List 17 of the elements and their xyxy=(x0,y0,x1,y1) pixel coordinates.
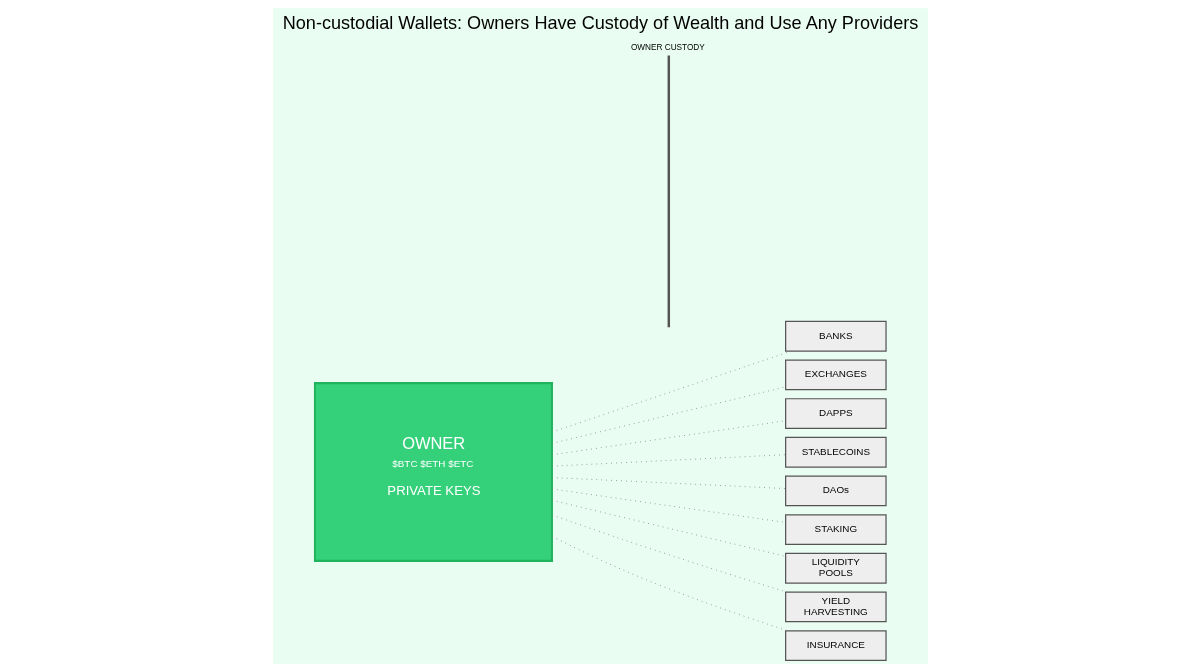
node-box: INSURANCE xyxy=(784,630,887,662)
node-box: STAKING xyxy=(784,514,887,545)
connector xyxy=(551,386,786,444)
node-box xyxy=(667,55,670,328)
node-box: DAPPS xyxy=(784,398,887,429)
connector xyxy=(551,488,786,523)
node-label: OWNER CUSTODY xyxy=(630,42,705,52)
node-box: BANKS xyxy=(784,320,887,352)
node-box: YIELD HARVESTING xyxy=(784,591,887,623)
node-box: OWNER $BTC $ETH $ETC PRIVATE KEYS xyxy=(313,382,553,562)
connector xyxy=(551,535,788,632)
node-box: DAOs xyxy=(784,475,887,507)
node-box: LIQUIDITY POOLS xyxy=(784,552,887,584)
node-box: EXCHANGES xyxy=(784,359,887,391)
connector xyxy=(551,420,786,456)
diagram-title: Non-custodial Wallets: Owners Have Custody of Wealth and Use Any Providers xyxy=(282,13,918,34)
node-box: STABLECOINS xyxy=(784,436,887,468)
